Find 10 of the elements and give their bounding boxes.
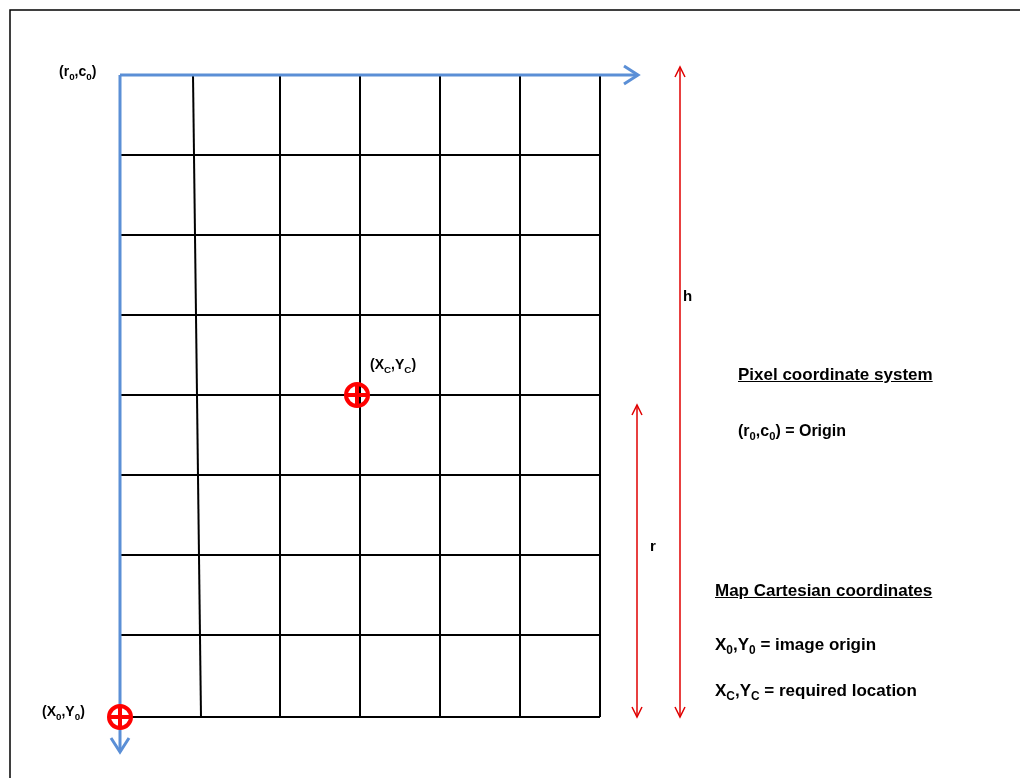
section-heading: Pixel coordinate system (738, 366, 933, 385)
point-label: (X$_{C}$,Y$_{C}$) (370, 357, 417, 376)
section-heading: Map Cartesian coordinates (715, 582, 933, 601)
dimension-label: r (650, 538, 656, 555)
definition-text: X$_{0}$,Y$_{0}$ = image origin (715, 636, 877, 658)
definition-text: X$_{C}$,Y$_{C}$ = required location (715, 682, 917, 704)
definition-text: (r$_{0}$,c$_{0}$) = Origin (738, 422, 847, 443)
point-label: (X$_{0}$,Y$_{0}$) (42, 704, 85, 723)
origin-label: (r$_{0}$,c$_{0}$) (59, 64, 97, 83)
dimension-label: h (683, 288, 693, 305)
